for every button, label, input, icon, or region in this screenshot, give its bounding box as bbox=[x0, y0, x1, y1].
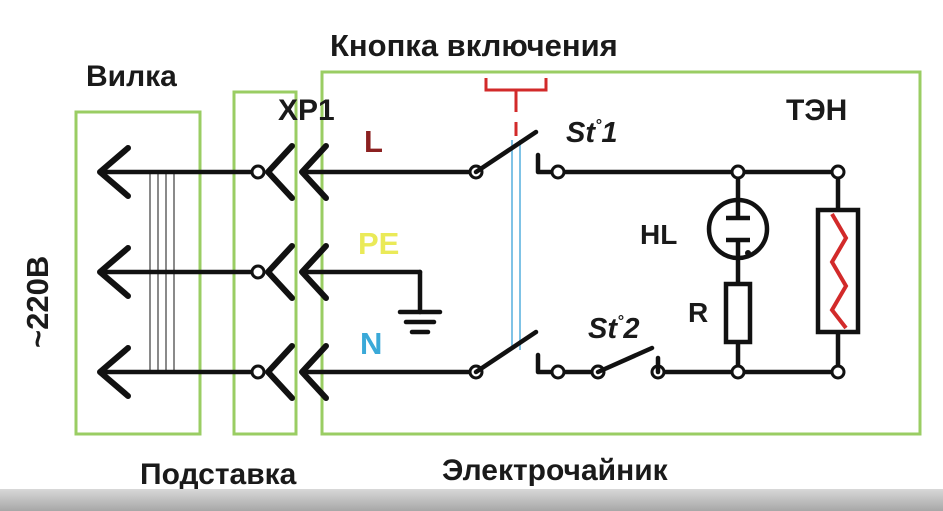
resistor bbox=[723, 281, 753, 345]
earth-label: PE bbox=[358, 226, 399, 261]
connector-contacts bbox=[265, 143, 329, 401]
voltage-label: ~220В bbox=[20, 256, 55, 348]
stand-label: Подставка bbox=[140, 458, 297, 491]
line-label: L bbox=[364, 124, 383, 159]
lamp-dot bbox=[745, 250, 751, 256]
bottom-border-strip bbox=[0, 489, 943, 511]
lamp-label: HL bbox=[640, 219, 677, 250]
heater-zigzag bbox=[829, 212, 849, 330]
button-label: Кнопка включения bbox=[330, 28, 618, 63]
plug-pins bbox=[97, 145, 131, 399]
plug-label: Вилка bbox=[86, 60, 177, 93]
wires bbox=[101, 152, 841, 375]
stand-frame bbox=[232, 90, 298, 436]
neutral-label: N bbox=[360, 326, 382, 361]
connector-label: XP1 bbox=[278, 94, 335, 127]
ground-symbol bbox=[397, 309, 443, 335]
mechanical-link bbox=[511, 140, 521, 350]
indicator-lamp bbox=[706, 197, 770, 261]
button-push-symbol bbox=[484, 78, 548, 136]
thermostat-2-label: St°2 bbox=[588, 313, 640, 345]
power-button-switch bbox=[473, 78, 548, 375]
terminals bbox=[250, 164, 846, 380]
resistor-label: R bbox=[688, 297, 708, 328]
heater-label: ТЭН bbox=[786, 94, 847, 127]
thermostat-1-label: St°1 bbox=[566, 117, 618, 149]
thermostat-st2 bbox=[595, 345, 661, 375]
kettle-label: Электрочайник bbox=[442, 454, 669, 487]
